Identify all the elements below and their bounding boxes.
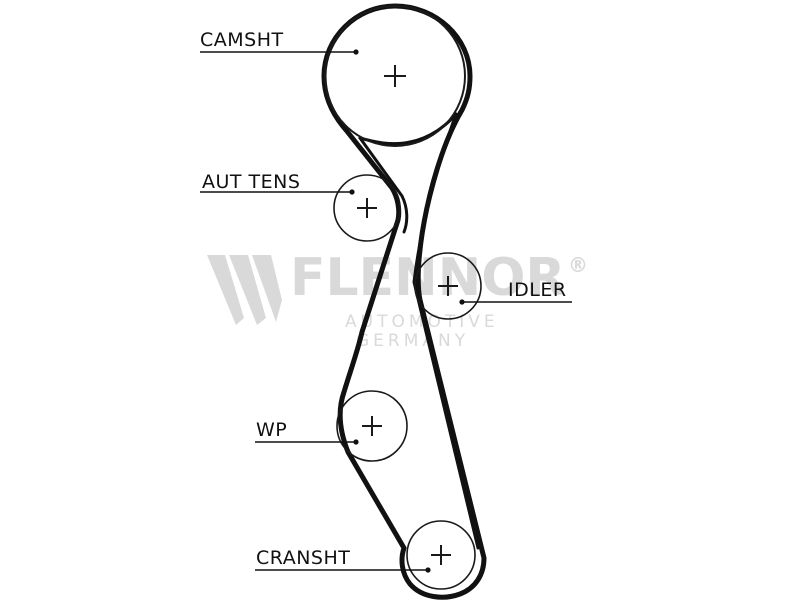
leader-lines xyxy=(200,49,572,573)
idler-pulley xyxy=(414,252,482,320)
camshaft-leader-dot xyxy=(353,49,359,55)
labels: CAMSHT AUT TENS IDLER WP CRANSHT xyxy=(200,29,567,569)
label-crankshaft: CRANSHT xyxy=(256,547,350,569)
tensioner-leader-dot xyxy=(349,189,355,195)
water-pump-pulley xyxy=(336,390,408,462)
label-water-pump: WP xyxy=(256,419,287,441)
watermark: FLENNOR ® AUTOMOTIVE GERMANY xyxy=(207,248,588,351)
camshaft-pulley xyxy=(324,5,466,147)
camshaft-center-icon xyxy=(384,65,406,87)
crankshaft-center-icon xyxy=(431,545,451,565)
crankshaft-pulley xyxy=(406,520,476,590)
idler-leader-dot xyxy=(459,299,465,305)
water-pump-leader-dot xyxy=(353,439,359,445)
belt-outer xyxy=(321,3,487,600)
watermark-logo-icon xyxy=(207,255,282,325)
crankshaft-leader-dot xyxy=(425,567,431,573)
watermark-brand: FLENNOR xyxy=(290,248,565,308)
label-camshaft: CAMSHT xyxy=(200,29,284,51)
belt-inner-return-span xyxy=(412,112,480,550)
water-pump-center-icon xyxy=(362,416,382,436)
label-tensioner: AUT TENS xyxy=(202,171,300,193)
watermark-registered-mark: ® xyxy=(568,253,588,277)
watermark-line2: GERMANY xyxy=(356,331,469,351)
timing-belt xyxy=(321,3,487,600)
tensioner-pulley xyxy=(333,174,401,242)
tensioner-center-icon xyxy=(357,198,377,218)
label-idler: IDLER xyxy=(508,279,567,301)
idler-center-icon xyxy=(438,276,458,296)
belt-inner-tensioner-span xyxy=(358,136,409,234)
